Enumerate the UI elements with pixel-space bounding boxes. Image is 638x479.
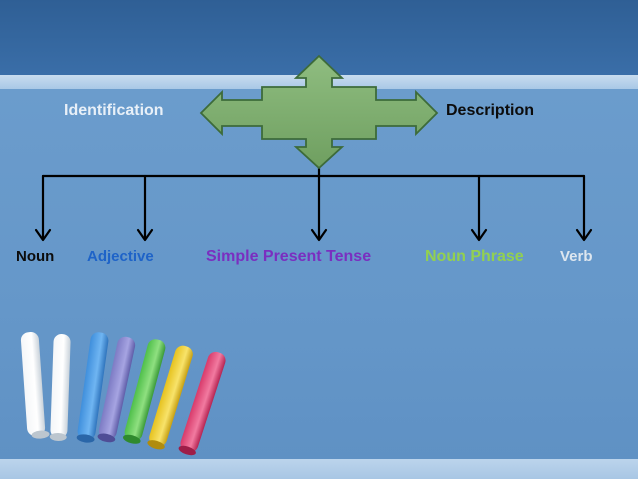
chalk-green [123,339,166,444]
arrowhead-verb [575,228,593,242]
category-adjective: Adjective [87,248,154,265]
arrowhead-adjective [136,228,154,242]
chalk-yellow [147,345,193,450]
arrowhead-simple-present-tense [310,228,328,242]
chalk-white-1 [20,332,50,439]
category-noun: Noun [16,248,55,265]
four-way-arrow-icon [199,54,439,170]
category-verb: Verb [560,248,593,265]
category-simple-present-tense: Simple Present Tense [206,248,372,265]
footer-stripe [0,459,638,479]
arrowhead-noun [34,228,52,242]
chalk-pink [178,351,226,456]
arrowhead-noun-phrase [470,228,488,242]
identification-label: Identification [64,102,164,119]
chalk-white-2 [49,334,71,441]
description-label: Description [446,102,535,119]
category-noun-phrase: Noun Phrase [425,248,524,265]
chalk-blue [76,332,109,443]
chalk-purple [97,336,136,443]
